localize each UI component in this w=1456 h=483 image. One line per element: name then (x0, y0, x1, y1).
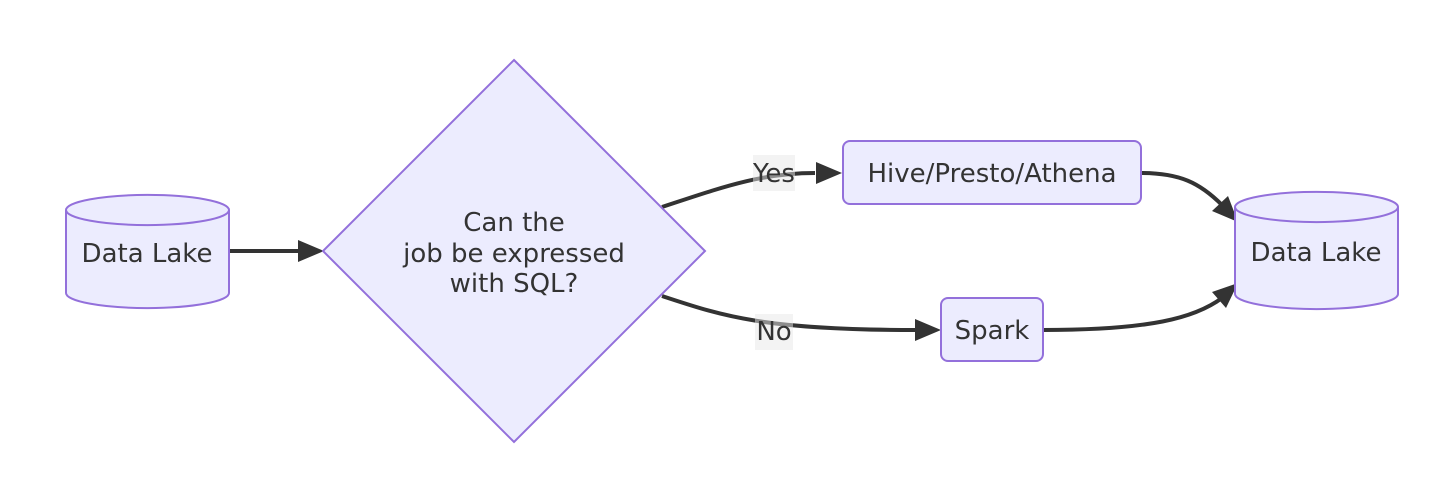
edge-decision-to-sql-engines (661, 171, 816, 209)
database-cylinder-icon (1234, 190, 1399, 311)
arrow-head-icon (915, 319, 941, 341)
decision-label-line-1: Can the (463, 208, 565, 238)
node-target-data-lake: Data Lake (1234, 190, 1399, 311)
node-spark: Spark (940, 297, 1044, 362)
arrow-head-icon (1212, 283, 1238, 308)
edges (229, 162, 1238, 341)
node-source-label: Data Lake (82, 239, 213, 269)
edge-sql-engines-to-target (1140, 171, 1224, 207)
edge-label-yes: Yes (752, 155, 795, 191)
node-spark-label: Spark (955, 316, 1030, 346)
edge-label-no: No (755, 314, 793, 350)
arrow-head-icon (1212, 196, 1238, 222)
edge-label-yes-text: Yes (752, 159, 795, 189)
node-sql-engines-label: Hive/Presto/Athena (867, 159, 1116, 189)
decision-label-line-3: with SQL? (450, 269, 579, 299)
decision-label-line-2: job be expressed (402, 239, 625, 269)
edge-label-no-text: No (756, 317, 791, 347)
node-target-label: Data Lake (1251, 238, 1382, 268)
arrow-head-icon (298, 240, 324, 262)
decision-diamond (321, 58, 707, 444)
arrow-head-icon (816, 162, 842, 184)
node-sql-engines-box (842, 140, 1142, 205)
edge-spark-to-target (1042, 296, 1224, 332)
node-source-data-lake: Data Lake (65, 193, 230, 310)
node-decision: Can the job be expressed with SQL? (321, 58, 707, 444)
edge-decision-to-spark (661, 294, 916, 332)
node-sql-engines: Hive/Presto/Athena (842, 140, 1142, 205)
node-spark-box (940, 297, 1044, 362)
